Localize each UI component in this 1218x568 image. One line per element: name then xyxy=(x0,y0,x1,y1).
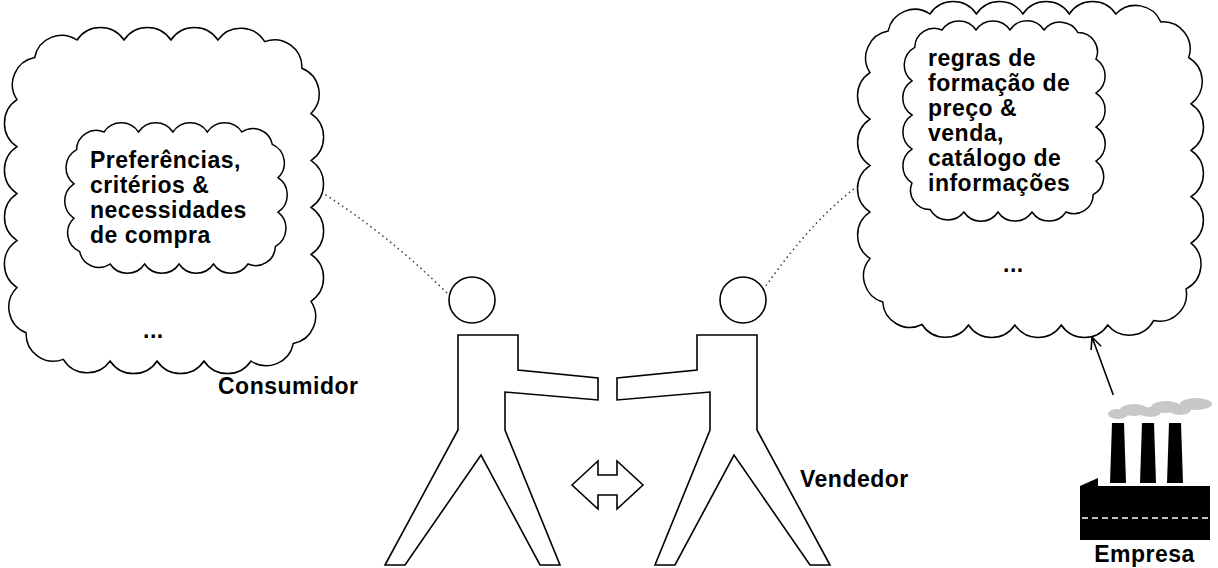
thought-leader xyxy=(763,180,866,290)
cloud-inner xyxy=(65,123,288,274)
cloud-text: Preferências, critérios & necessidades d… xyxy=(90,148,262,248)
factory-node: Empresa xyxy=(1072,395,1217,565)
ellipsis-text: ... xyxy=(1003,252,1024,277)
role-label: Vendedor xyxy=(800,467,909,492)
cloud-outer xyxy=(4,27,323,373)
node-label: Empresa xyxy=(1072,543,1217,565)
ellipsis-text: ... xyxy=(143,318,164,343)
thought-cloud: regras de formação de preço & venda, cat… xyxy=(858,2,1203,337)
seller-figure xyxy=(617,277,830,565)
cloud-inner xyxy=(903,21,1105,221)
thought-cloud: Preferências, critérios & necessidades d… xyxy=(5,28,323,373)
thought-leader xyxy=(318,190,447,293)
factory-icon xyxy=(1080,398,1212,540)
role-label: Consumidor xyxy=(218,374,358,399)
consumer-figure xyxy=(385,277,598,565)
arrow-line xyxy=(1091,337,1113,395)
cloud-text: regras de formação de preço & venda, cat… xyxy=(928,46,1080,196)
exchange-arrow xyxy=(572,461,643,509)
flow-arrow xyxy=(1091,337,1113,395)
cloud-outer xyxy=(858,2,1204,338)
